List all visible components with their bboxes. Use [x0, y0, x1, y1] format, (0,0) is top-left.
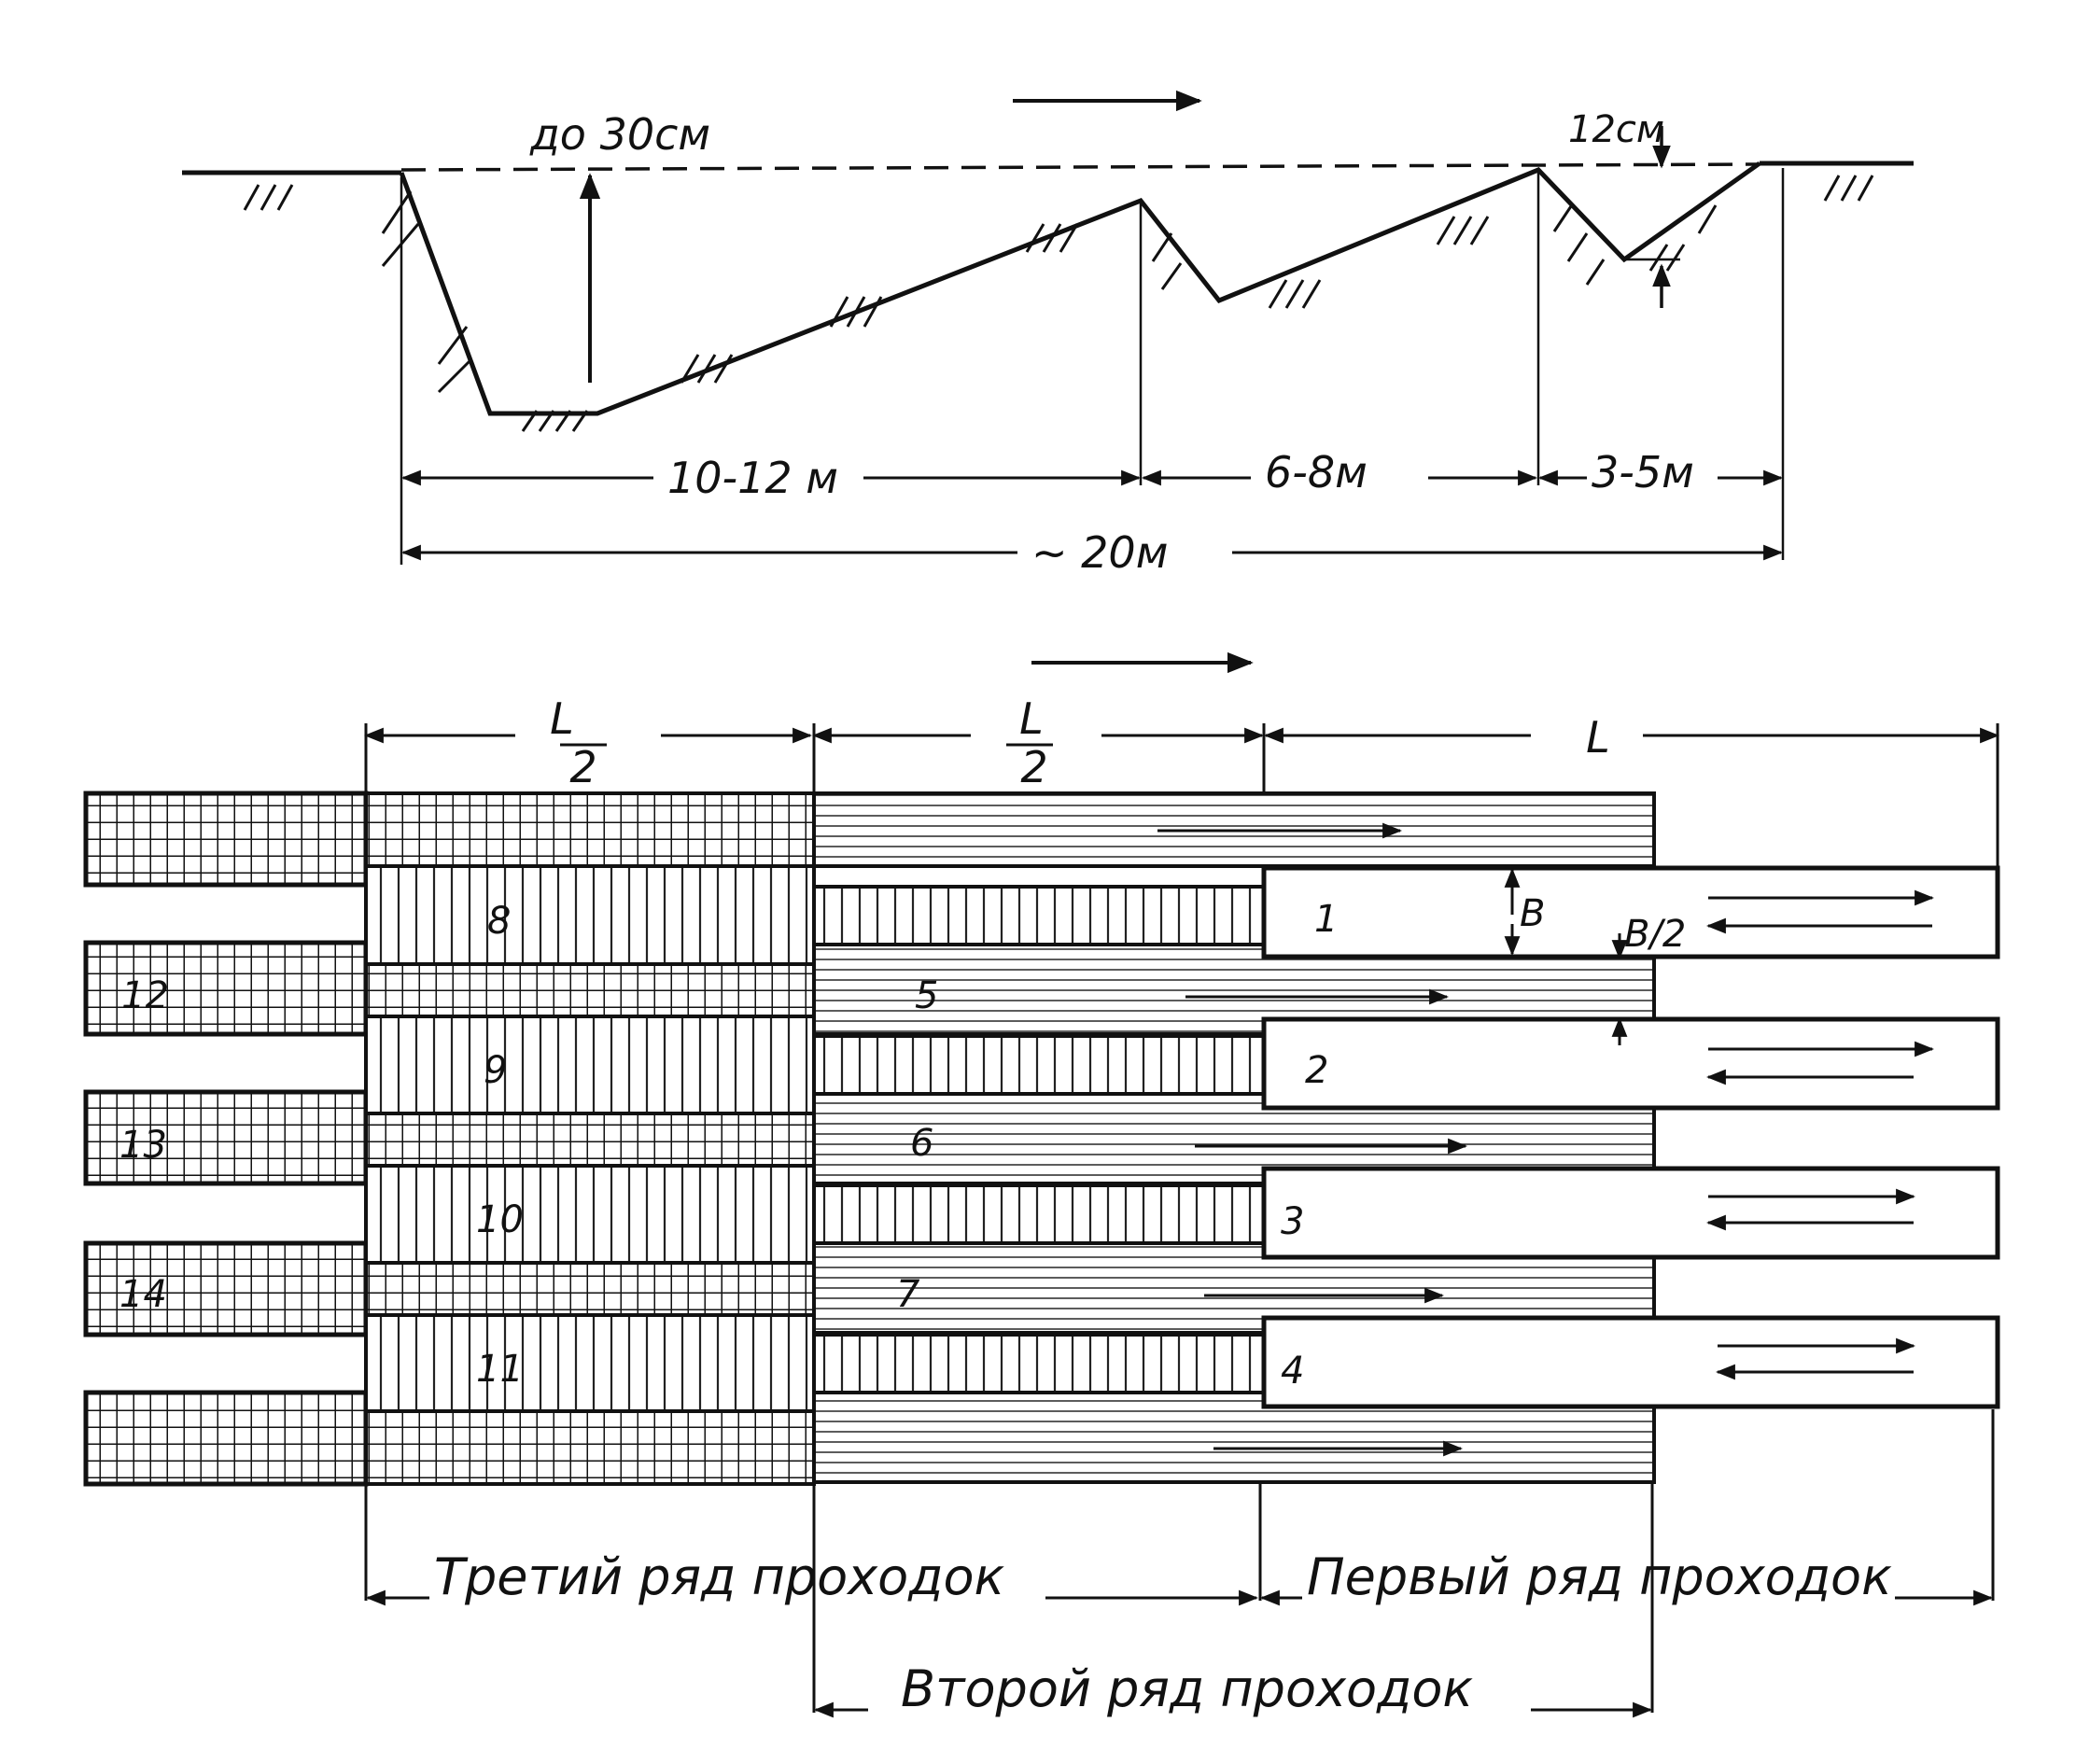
strip-flow-arrows — [1157, 822, 1935, 1457]
dim-half-2-den: 2 — [1020, 742, 1047, 792]
segment-3-label: 3-5м — [1592, 447, 1694, 497]
strip-width-label: B — [1520, 892, 1545, 935]
row-first-label: Первый ряд проходок — [1307, 1547, 1892, 1606]
total-length-label: ~ 20м — [1031, 527, 1168, 578]
small-depth-label: 12см — [1568, 108, 1664, 151]
pass-10: 10 — [476, 1198, 524, 1241]
pass-6: 6 — [910, 1122, 933, 1165]
soil-hatching — [243, 175, 1874, 432]
pass-5: 5 — [915, 974, 938, 1017]
pass-3: 3 — [1281, 1200, 1304, 1243]
segment-2-label: 6-8м — [1265, 447, 1368, 497]
width-dimensions — [1504, 867, 1628, 1045]
row-second-label: Второй ряд проходок — [901, 1659, 1473, 1718]
pass-9: 9 — [484, 1049, 507, 1092]
half-width-label: B/2 — [1624, 913, 1686, 956]
pass-8: 8 — [487, 900, 511, 943]
plan-view: L 2 L 2 L — [83, 651, 2000, 1718]
segment-1-label: 10-12 м — [667, 453, 838, 503]
dim-half-1-num: L — [550, 693, 574, 744]
pass-13: 13 — [119, 1124, 167, 1167]
pass-2: 2 — [1305, 1049, 1328, 1092]
plan-top-dimensions — [363, 723, 2000, 868]
extension-lines — [400, 168, 1785, 565]
pass-1: 1 — [1314, 898, 1338, 941]
first-row-zone — [1261, 865, 2000, 1409]
row-dimension-lines — [364, 1409, 1995, 1718]
pass-14: 14 — [119, 1273, 167, 1316]
cross-section-profile: до 30см 12см 10-12 м 6-8м 3-5м ~ 20м — [182, 90, 1914, 578]
pass-12: 12 — [121, 974, 169, 1017]
row-third-label: Третий ряд проходок — [434, 1547, 1005, 1606]
excavation-profile-line — [399, 161, 1761, 416]
pass-11: 11 — [476, 1348, 524, 1391]
third-row-zone — [364, 791, 816, 1486]
dim-half-1-den: 2 — [569, 742, 596, 792]
second-row-zone — [812, 791, 1656, 1484]
pass-7: 7 — [896, 1273, 920, 1316]
depth-label: до 30см — [529, 109, 710, 160]
dim-full: L — [1586, 712, 1610, 763]
segment-dimension-lines — [400, 469, 1784, 561]
pass-4: 4 — [1281, 1350, 1304, 1393]
original-surface-dashed-line — [400, 162, 1760, 172]
grid-blocks — [83, 791, 369, 1487]
dim-half-2-num: L — [1019, 693, 1044, 744]
pass-numbers: 1 2 3 4 5 6 7 8 9 10 11 12 13 14 — [119, 898, 1338, 1393]
